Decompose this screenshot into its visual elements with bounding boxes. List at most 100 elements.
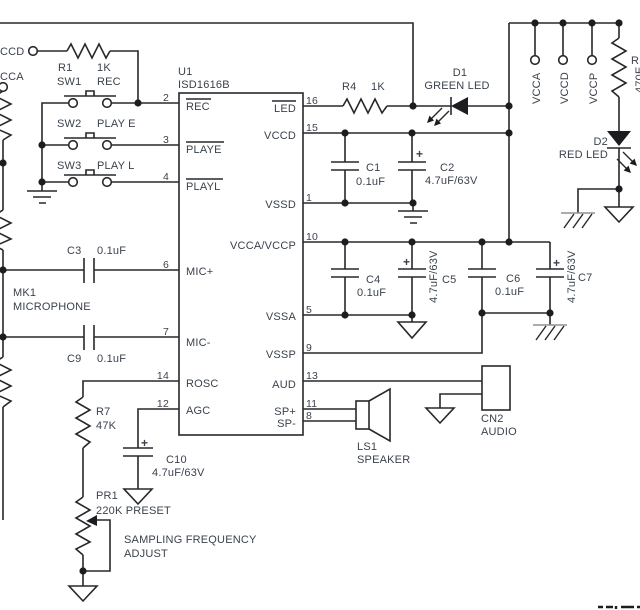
pin-num-4: 4 [163, 171, 169, 183]
pin-name-vccd: VCCD [264, 130, 296, 142]
resistor-r1 [66, 42, 111, 60]
pin-num-1: 1 [306, 192, 312, 204]
pin-name-rec: REC [186, 101, 210, 113]
cap-c10 [123, 447, 153, 457]
cn2-ref: CN2 [481, 413, 504, 425]
r7-val: 47K [96, 420, 117, 432]
pin-name-micplus: MIC+ [186, 266, 213, 278]
wire-speaker [303, 408, 356, 422]
pin-num-16: 16 [306, 95, 318, 107]
pin-name-vssa: VSSA [266, 311, 297, 323]
c3-val: 0.1uF [97, 245, 126, 257]
ground-symbols [27, 190, 635, 603]
pin-num-8: 8 [306, 410, 312, 422]
c5-ref: C5 [442, 274, 456, 286]
pin-num-7: 7 [163, 326, 169, 338]
triangle-ground-cn2 [424, 407, 456, 425]
rail-label-vcca: VCCA [531, 72, 543, 104]
wire-cn2-ground [439, 393, 482, 408]
wire-switch-ladder [41, 102, 68, 191]
rail-label-vccp: VCCP [588, 73, 600, 104]
vccd-stub-label: CCD [0, 46, 24, 58]
wire-vssa-pin5 [303, 314, 413, 322]
c9-ref: C9 [67, 353, 81, 365]
u1-part: ISD1616B [178, 79, 230, 91]
pin-num-3: 3 [163, 134, 169, 146]
labels: CCD CCA VCCA VCCD VCCP R 470E R1 1K SW1 … [0, 46, 640, 560]
triangle-ground-d2 [603, 206, 635, 224]
pin-num-15: 15 [306, 122, 318, 134]
c3-ref: C3 [67, 245, 81, 257]
cap-c6 [468, 268, 496, 278]
pin-num-6: 6 [163, 259, 169, 271]
wire-r7-pr1-link [83, 519, 111, 572]
terminal-vccd-left [27, 45, 39, 57]
c10-ref: C10 [166, 454, 187, 466]
switch-sw3 [64, 169, 116, 188]
ls1-ref: LS1 [357, 441, 377, 453]
d1-ref: D1 [453, 67, 467, 79]
cap-c3 [83, 258, 95, 283]
d2-ref: D2 [594, 136, 608, 148]
mk1-ref: MK1 [13, 287, 36, 299]
sw1-val: REC [97, 76, 121, 88]
resistor-r4 [342, 97, 388, 115]
c7-plus: + [553, 256, 560, 270]
pin-name-led: LED [274, 103, 296, 115]
cn2-val: AUDIO [481, 426, 517, 438]
switch-sw2 [64, 132, 116, 151]
resistor-mic-mid [0, 209, 13, 251]
c1-val: 0.1uF [356, 176, 385, 188]
c10-val: 4.7uF/63V [152, 467, 205, 479]
rail-label-vccd: VCCD [559, 72, 571, 104]
r1-val: 1K [97, 62, 111, 74]
resistor-mic-bottom [0, 356, 13, 408]
wires [0, 22, 628, 586]
terminal-vcca [529, 54, 541, 66]
r-right-ref: R [631, 55, 639, 67]
vcca-stub-label: CCA [0, 71, 24, 83]
sw2-val: PLAY E [97, 118, 136, 130]
pin-num-10: 10 [306, 231, 318, 243]
pr1-ref: PR1 [96, 490, 118, 502]
triangle-ground-vssa [396, 321, 428, 340]
c10-plus: + [141, 436, 148, 450]
wire-vssp-pin9 [303, 313, 483, 354]
cap-c1 [331, 161, 359, 171]
resistor-r7 [74, 396, 92, 449]
pin-name-spminus: SP- [277, 418, 296, 430]
c7-val: 4.7uF/63V [566, 250, 578, 303]
chassis-ground-c7 [533, 324, 567, 341]
cap-c7 [536, 268, 564, 278]
d1-val: GREEN LED [424, 80, 489, 92]
u1-ref: U1 [178, 66, 192, 78]
sw1-ref: SW1 [57, 76, 81, 88]
sw3-val: PLAY L [97, 160, 135, 172]
pin-name-aud: AUD [272, 379, 296, 391]
c2-val: 4.7uF/63V [425, 175, 478, 187]
connector-cn2-body [481, 365, 511, 411]
terminal-vccp [586, 54, 598, 66]
pr1-wiper-arrowhead [86, 515, 97, 526]
terminals [0, 45, 598, 93]
note-line2: ADJUST [124, 548, 168, 560]
c2-ref: C2 [440, 162, 454, 174]
sw2-ref: SW2 [57, 118, 81, 130]
mk1-val: MICROPHONE [13, 301, 91, 313]
pin-num-5: 5 [306, 304, 312, 316]
wire-rail-drops [534, 23, 593, 56]
c2-plus: + [416, 147, 423, 161]
c7-ref: C7 [578, 272, 592, 284]
terminal-vccd [557, 54, 569, 66]
earth-ground-c1c2 [398, 210, 428, 224]
earth-ground-switches [27, 190, 57, 204]
led-d1 [427, 97, 468, 126]
r-right-val: 470E [634, 67, 640, 94]
wire-top-left-rail [0, 22, 414, 106]
c6-ref: C6 [506, 273, 520, 285]
c1-ref: C1 [366, 162, 380, 174]
r7-ref: R7 [96, 406, 110, 418]
switch-sw1 [64, 90, 116, 109]
resistor-mic-top [0, 90, 13, 141]
